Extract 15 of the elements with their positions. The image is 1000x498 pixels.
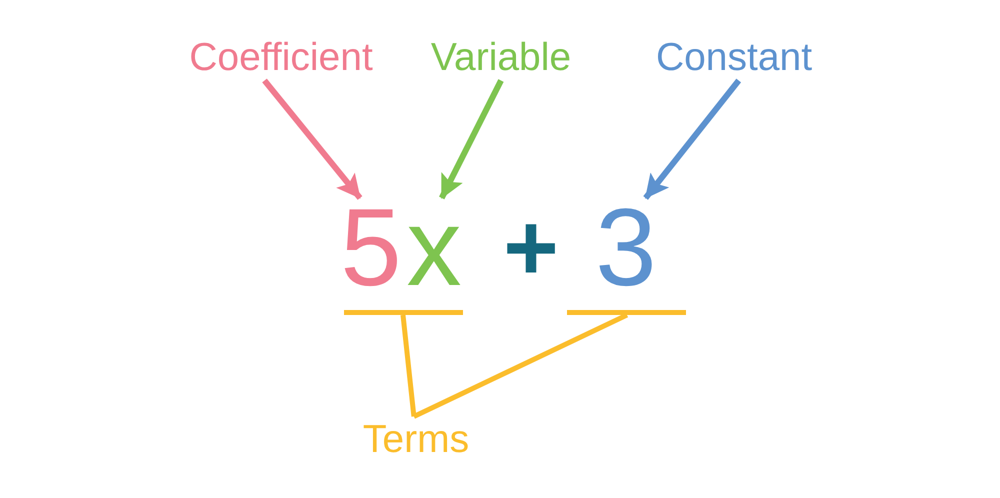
leader-line [400, 314, 416, 417]
underline-bar [567, 310, 686, 315]
leader-line [412, 312, 628, 419]
constant-number: 3 [595, 198, 657, 298]
callout-label: Constant [656, 34, 812, 80]
callout-label: Coefficient [189, 34, 373, 80]
underline-bar [344, 310, 463, 315]
plus-sign: + [503, 218, 559, 278]
arrow [262, 78, 362, 200]
coefficient-number: 5 [340, 198, 402, 298]
arrow [439, 79, 504, 200]
arrow [643, 78, 742, 200]
callout-label: Variable [430, 34, 572, 80]
callout-label: Terms [362, 416, 470, 462]
variable-letter: x [406, 198, 462, 298]
